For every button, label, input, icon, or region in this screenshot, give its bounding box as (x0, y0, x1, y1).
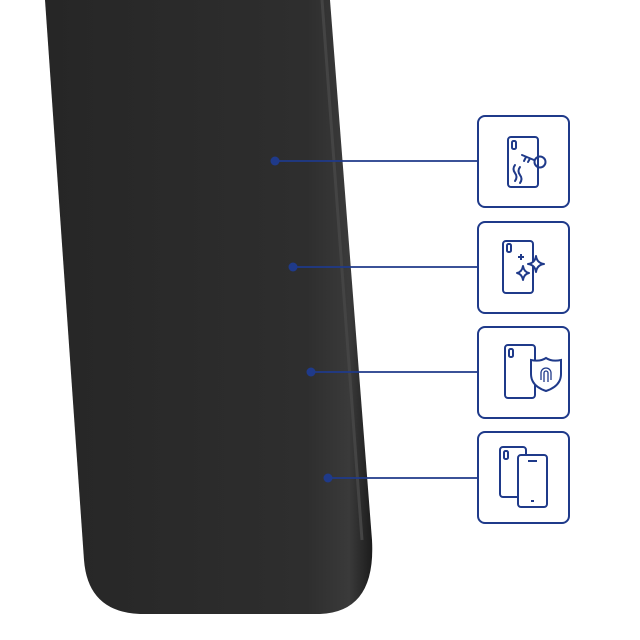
phone-sparkle-clean-icon (502, 240, 545, 294)
callout-dot (270, 156, 280, 166)
phone-fingerprint-shield-icon (504, 344, 562, 399)
callout-dot (306, 367, 316, 377)
phone-case (45, 0, 373, 614)
callout-dot (323, 473, 333, 483)
phone-edge-highlight (320, 0, 364, 541)
feature-box-phone-fingerprint-shield (477, 326, 570, 419)
callout-dot (288, 262, 298, 272)
phone-heat-key-icon (507, 136, 547, 188)
two-phones-icon (499, 446, 548, 508)
